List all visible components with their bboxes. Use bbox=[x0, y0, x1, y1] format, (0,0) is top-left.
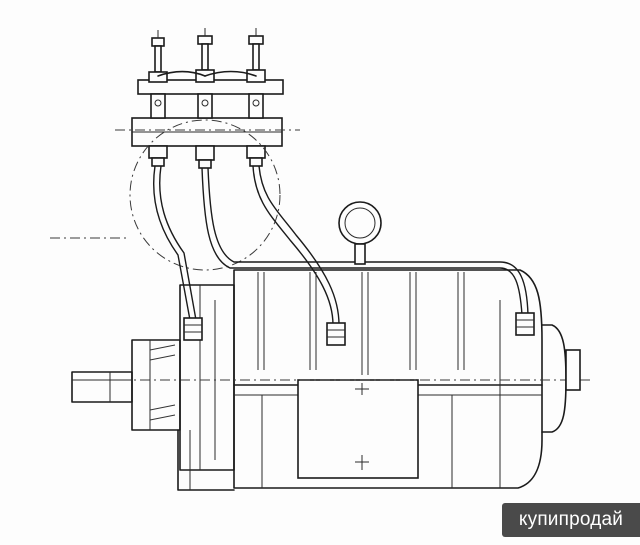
pressure-gauge bbox=[338, 201, 382, 265]
pump-body bbox=[100, 269, 590, 489]
dashed-circle-outline bbox=[129, 119, 281, 271]
injector-stem-left bbox=[148, 30, 168, 167]
stem-link-left bbox=[157, 70, 206, 77]
drive-shaft bbox=[71, 339, 235, 491]
fuel-pipes bbox=[153, 165, 529, 326]
pipe-fittings bbox=[183, 312, 535, 346]
injector-bracket bbox=[115, 79, 300, 147]
right-end-cap bbox=[541, 324, 581, 433]
watermark-text: купипродай bbox=[518, 509, 624, 530]
injector-stem-center bbox=[195, 28, 215, 169]
injector-stem-right bbox=[246, 28, 266, 167]
stem-link-right bbox=[204, 70, 257, 77]
watermark-badge: купипродай bbox=[502, 503, 640, 537]
